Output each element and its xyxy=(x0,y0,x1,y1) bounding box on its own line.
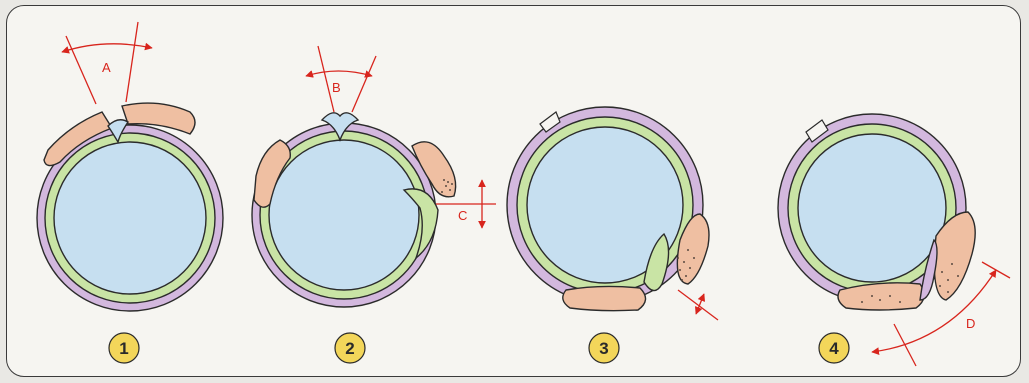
stage-2: B C 2 xyxy=(252,46,496,363)
stage-2-angle-line-right xyxy=(352,56,376,112)
stage-2-lumen xyxy=(269,140,419,290)
label-a: A xyxy=(102,60,111,75)
stage-4: D 4 xyxy=(778,114,1010,366)
stage-3-measure-line xyxy=(678,290,718,320)
stage-2-angle-line-left xyxy=(318,46,334,112)
stage-1-lumen xyxy=(54,142,206,294)
step-3-number: 3 xyxy=(599,339,608,358)
stage-1: A 1 xyxy=(37,22,223,363)
step-2-number: 2 xyxy=(345,339,354,358)
stage-3: 3 xyxy=(507,107,718,363)
stage-4-lumen xyxy=(798,134,946,282)
stage-4-plaque-bottom xyxy=(838,283,924,310)
label-c: C xyxy=(458,208,467,223)
stage-1-angle-line-left xyxy=(66,36,96,104)
step-4-number: 4 xyxy=(829,339,839,358)
stage-1-angle-arc xyxy=(62,44,152,52)
step-1-number: 1 xyxy=(119,339,128,358)
stage-3-plaque-bottom xyxy=(563,286,646,310)
label-b: B xyxy=(332,80,341,95)
stage-1-angle-line-right xyxy=(126,22,138,102)
label-d: D xyxy=(966,316,975,331)
stage-2-angle-arc xyxy=(306,71,372,76)
